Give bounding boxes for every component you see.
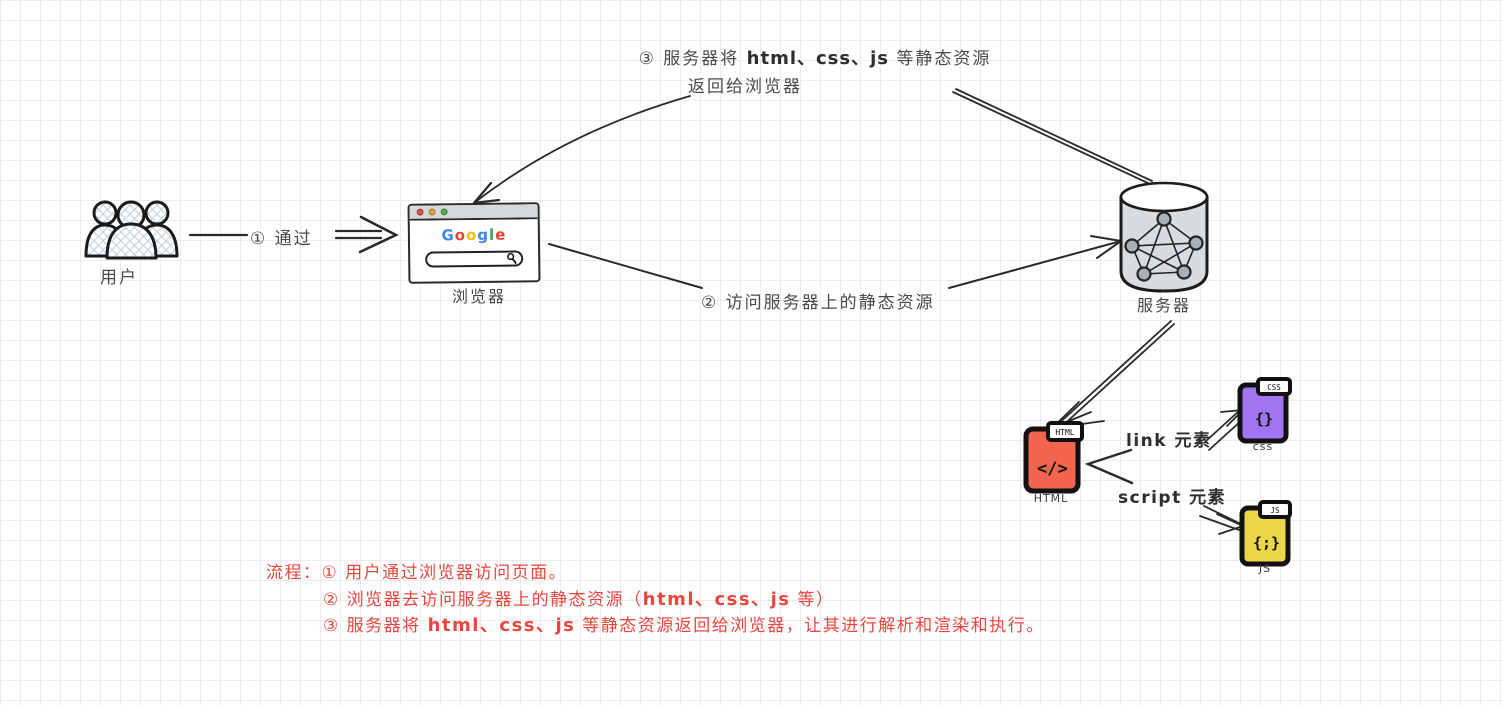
user-head-left [92,200,118,226]
search-input [425,250,524,268]
arrow-step1 [188,215,399,254]
edge-step3-label-line2: 返回给浏览器 [688,77,802,97]
html-file-label: HTML [1033,492,1069,505]
server-label: 服务器 [1137,296,1192,315]
step3-pre: ③ 服务器将 [638,49,747,69]
link-element-label: link 元素 [1126,431,1212,451]
html-file-glyph: </> [1037,459,1068,479]
arrow-script-to-js [1199,505,1244,535]
traffic-light-green-icon [440,208,448,216]
note-line2: ② 浏览器去访问服务器上的静态资源（html、css、js 等） [323,585,834,611]
logo-letter: G [441,226,455,245]
css-file-icon: CSS {} [1237,377,1292,444]
css-file-tab [1256,377,1292,396]
arrow-step3 [472,88,1153,205]
logo-letter: o [465,225,478,245]
logo-letter: o [454,226,467,245]
edge-step3-label-line1: ③ 服务器将 html、css、js 等静态资源 [627,44,1003,70]
server-top [1119,181,1209,213]
css-file-glyph: {} [1255,410,1273,428]
note-line3-post: 等静态资源返回给浏览器，让其进行解析和渲染和执行。 [575,616,1045,636]
css-file-label: css [1252,440,1274,453]
note-line2-post: 等） [790,590,835,610]
js-file-icon: JS {;} [1239,500,1292,567]
user-head-right [144,200,170,226]
users-icon [84,200,179,260]
note-line2-pre: ② 浏览器去访问服务器上的静态资源（ [323,590,643,610]
arrow-server-to-html [1051,320,1175,430]
arrow-link-to-css [1205,409,1244,451]
google-logo: Google [410,225,538,245]
traffic-light-yellow-icon [428,208,436,216]
step3-post: 等静态资源 [888,49,992,69]
js-file-label: JS [1258,562,1272,575]
note-line3-pre: ③ 服务器将 [323,616,428,636]
html-file-tab [1046,421,1084,442]
note-line3: ③ 服务器将 html、css、js 等静态资源返回给浏览器，让其进行解析和渲染… [323,611,1045,637]
script-element-label: script 元素 [1118,488,1227,508]
user-body-front [105,222,158,260]
browser-titlebar [409,204,538,221]
server-network-graph [1124,211,1204,282]
note-line3-code: html、css、js [427,615,576,636]
js-file-glyph: {;} [1253,534,1280,552]
step3-code: html、css、js [746,48,889,69]
traffic-light-red-icon [416,208,424,216]
browser-window: Google [407,202,541,284]
note-line2-code: html、css、js [642,589,791,610]
search-icon [507,252,517,264]
edge-step2-label: ② 访问服务器上的静态资源 [701,293,935,313]
users-label: 用户 [100,268,138,288]
js-file-tab [1258,500,1292,519]
arrow-step2 [548,235,1122,289]
logo-letter: g [477,225,490,244]
edge-step1-label: ① 通过 [250,229,313,249]
logo-letter: e [495,225,507,244]
server-icon [1119,181,1209,293]
css-file-tab-text: CSS [1267,383,1281,392]
html-file-icon: HTML </> [1023,421,1084,494]
js-file-tab-text: JS [1270,506,1280,515]
note-line1: 流程：① 用户通过浏览器访问页面。 [266,563,568,583]
html-branch-bracket [1084,448,1134,485]
browser-label: 浏览器 [452,287,507,306]
html-file-tab-text: HTML [1055,428,1074,437]
